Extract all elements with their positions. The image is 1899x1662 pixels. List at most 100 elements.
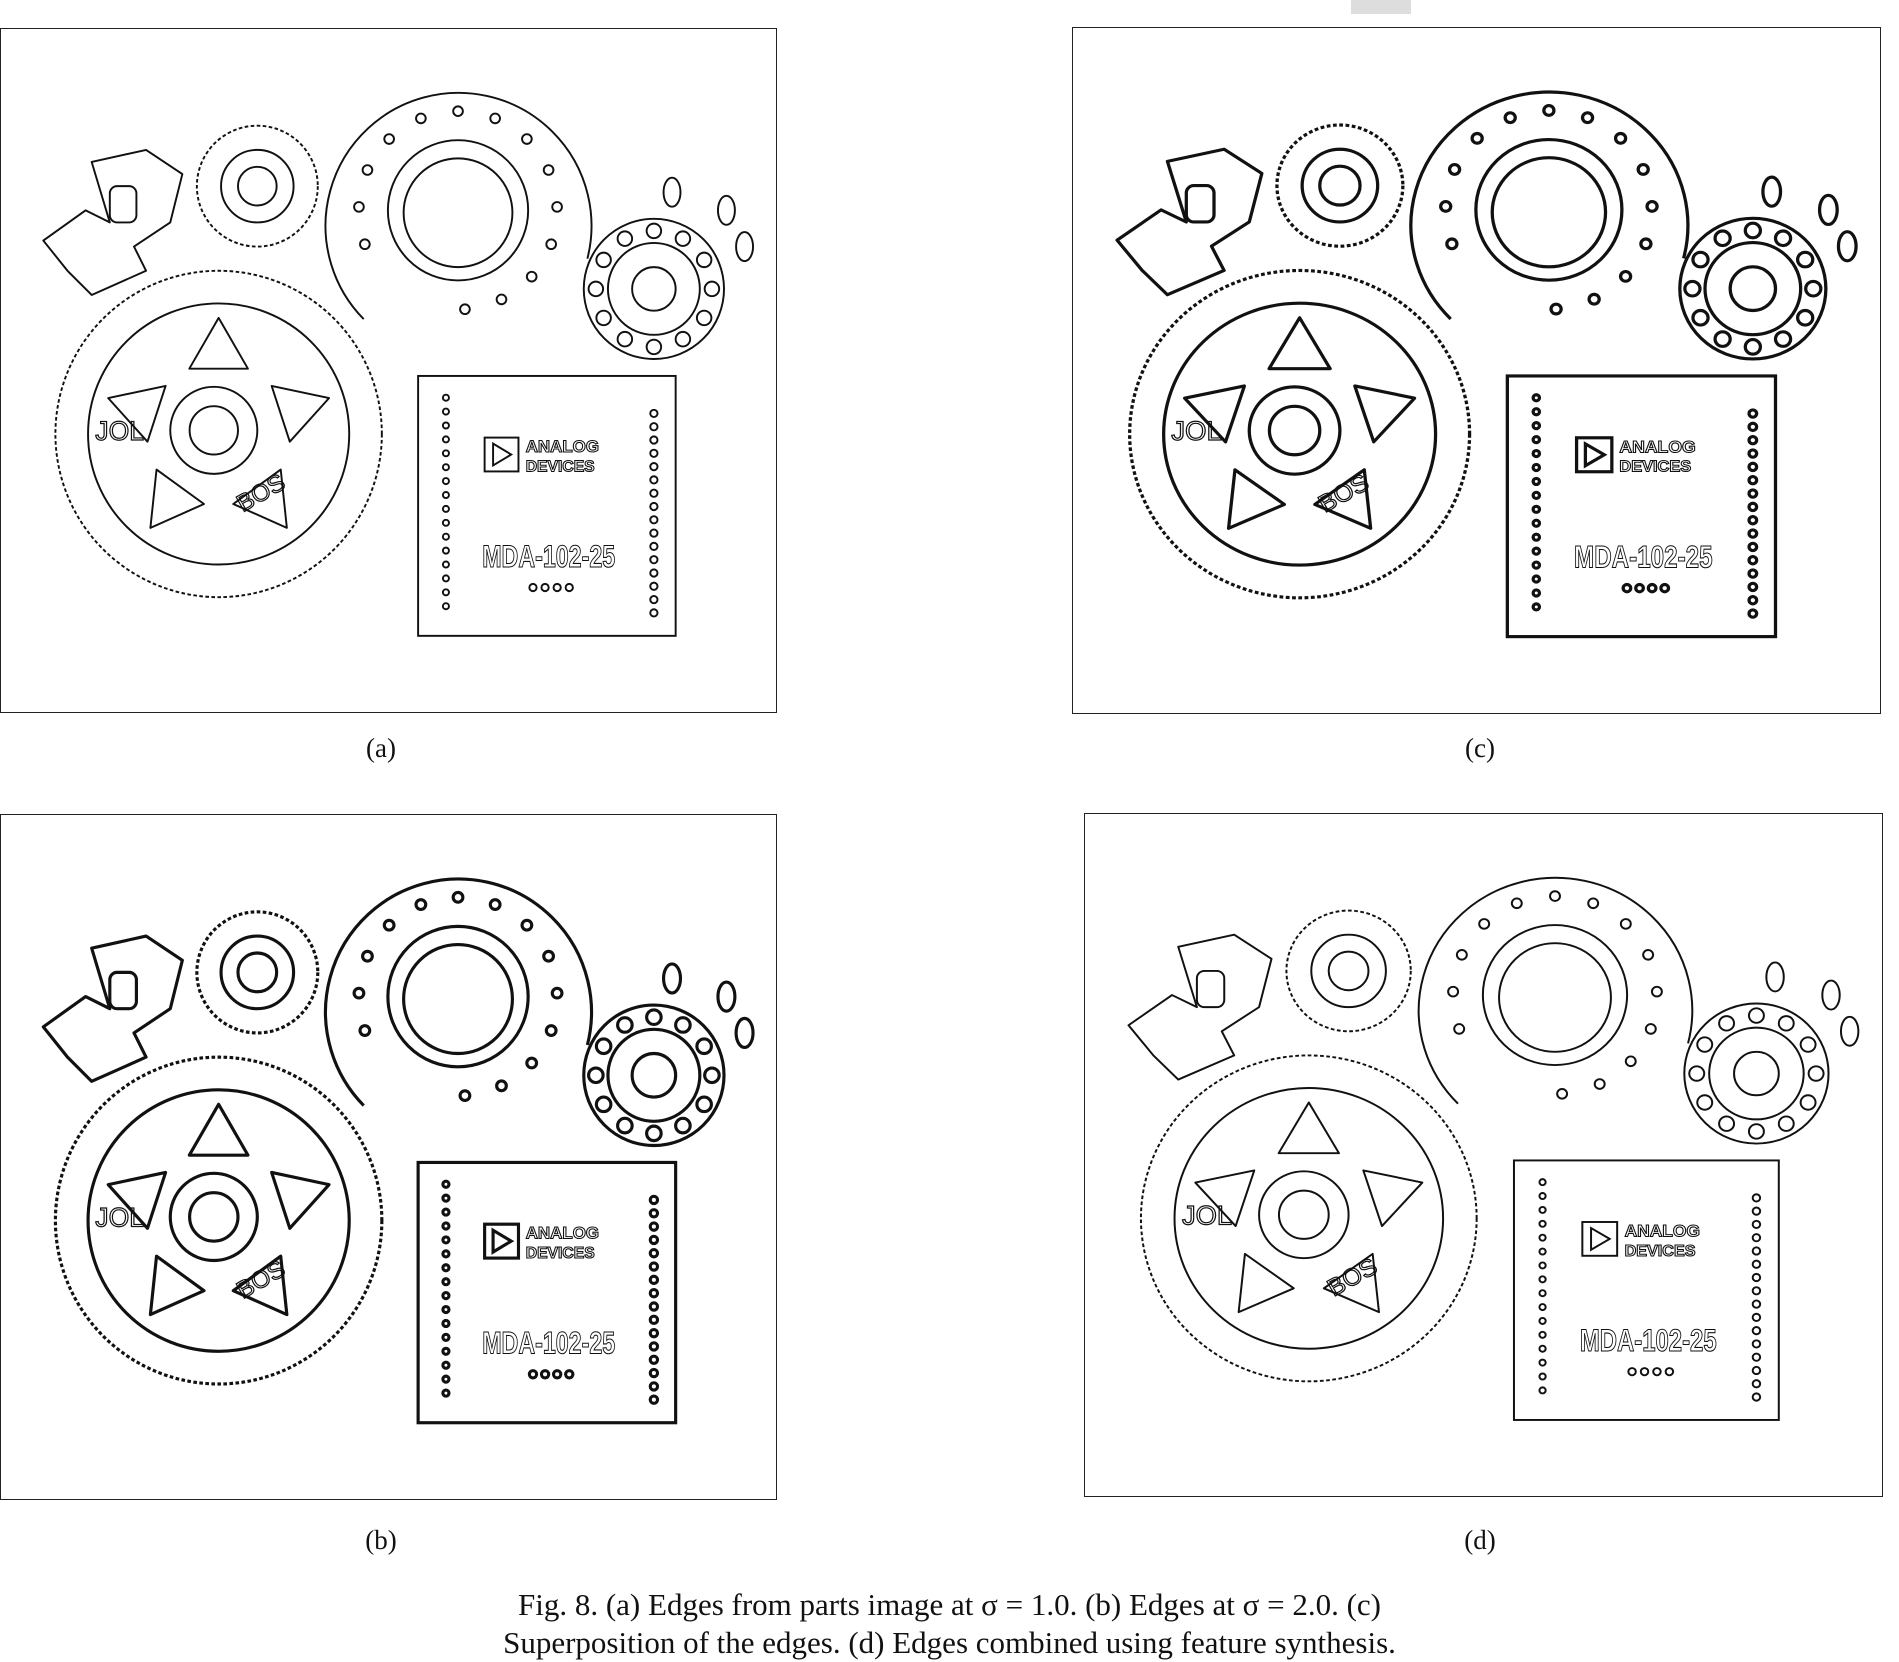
dial-mark-edge xyxy=(1478,918,1491,930)
chip-dot-edge xyxy=(564,1369,575,1380)
pot-hole-edge xyxy=(1773,330,1793,348)
chip-pin-edge xyxy=(1751,1246,1762,1256)
dial-mark-edge xyxy=(521,133,533,145)
spoke-hole-edge xyxy=(270,384,330,443)
spoke-hole-edge xyxy=(1322,1252,1380,1314)
chip-pin-edge xyxy=(1751,1206,1762,1216)
spoke-hole-edge xyxy=(1353,384,1417,444)
chip-pin-edge xyxy=(1751,1272,1762,1283)
chip-pin-edge xyxy=(649,501,659,512)
chip-pin-edge xyxy=(1531,407,1542,417)
chip-pin-edge xyxy=(649,594,659,605)
pot-hole-edge xyxy=(1713,229,1732,248)
pot-hole-edge xyxy=(1747,1007,1765,1024)
chip-pin-edge xyxy=(1751,1286,1762,1296)
chip-text-analog: ANALOG xyxy=(1625,1221,1700,1241)
pot-hole-edge xyxy=(616,330,634,348)
chip-body-edge xyxy=(1512,1159,1780,1421)
caption-line-1: Fig. 8. (a) Edges from parts image at σ … xyxy=(518,1587,1381,1622)
dial-mark-edge xyxy=(550,986,564,1000)
pot-hole-edge xyxy=(616,1016,634,1034)
small-gear-hub-edge xyxy=(1318,164,1362,207)
pot-hole-edge xyxy=(695,1095,713,1114)
big-gear-teeth-edge xyxy=(1128,268,1472,600)
chip-text-devices: DEVICES xyxy=(526,1245,595,1262)
clip-hole-edge xyxy=(108,970,138,1011)
pot-tab-edge xyxy=(1839,1015,1860,1047)
chip-dot-edge xyxy=(1659,582,1671,594)
chip-pin-edge xyxy=(649,408,659,419)
chip-dot-edge xyxy=(552,582,562,593)
chip-pin-edge xyxy=(441,1207,451,1217)
pot-ring-edge xyxy=(606,1027,702,1123)
chip-pin-edge xyxy=(441,602,450,611)
chip-pin-edge xyxy=(441,560,450,569)
wheel-text-left: JOL xyxy=(95,416,144,446)
chip-pin-edge xyxy=(649,435,659,445)
pot-hole-edge xyxy=(1795,308,1815,327)
chip-pin-edge xyxy=(1538,1261,1547,1270)
chip-logo-edge xyxy=(1581,1221,1619,1257)
chip-dot-edge xyxy=(1627,1367,1637,1377)
dial-mark-edge xyxy=(1510,897,1523,910)
caption-line-2: Superposition of the edges. (d) Edges co… xyxy=(503,1625,1396,1660)
pot-tab-edge xyxy=(716,980,737,1013)
chip-pin-edge xyxy=(1531,421,1542,431)
chip-pin-edge xyxy=(441,504,450,513)
chip-logo-edge xyxy=(1574,436,1614,474)
spoke-hole-edge xyxy=(1183,384,1247,444)
pot-hole-edge xyxy=(674,330,692,348)
pot-hole-edge xyxy=(674,230,692,247)
hub-edge xyxy=(168,1171,259,1263)
dial-mark-edge xyxy=(1455,949,1468,961)
spoke-hole-edge xyxy=(106,1170,168,1230)
edge-drawing xyxy=(42,91,754,637)
chip-body-edge xyxy=(1505,374,1778,639)
dial-mark-edge xyxy=(383,133,395,145)
chip-pin-edge xyxy=(648,1221,660,1232)
pot-hole-edge xyxy=(1747,1123,1765,1140)
dial-mark-edge xyxy=(452,105,464,118)
dial-mark-edge xyxy=(542,949,555,963)
pot-hole-edge xyxy=(1696,1036,1714,1053)
panel-label-a: (a) xyxy=(366,733,396,763)
chip-pin-edge xyxy=(649,515,659,525)
pot-hole-edge xyxy=(1696,1094,1714,1111)
pot-hole-edge xyxy=(594,1037,613,1056)
clip-hole-edge xyxy=(1195,969,1226,1009)
pot-ring-edge xyxy=(606,241,701,336)
edge-drawing xyxy=(1115,90,1858,639)
small-gear-ring-edge xyxy=(220,148,295,224)
pot-center-edge xyxy=(1733,1050,1780,1097)
chip-pin-edge xyxy=(1747,555,1759,566)
chip-pin-edge xyxy=(1531,546,1542,556)
chip-pin-edge xyxy=(648,1208,660,1219)
pot-hole-edge xyxy=(616,230,634,247)
chip-pin-edge xyxy=(441,463,450,472)
wheel-text-left: JOL xyxy=(1171,416,1222,446)
pot-tab-edge xyxy=(661,962,683,995)
pot-hole-edge xyxy=(1691,308,1710,327)
chip-body-edge xyxy=(416,1160,678,1425)
chip-pin-edge xyxy=(441,1193,451,1203)
chip-logo-edge xyxy=(483,436,520,473)
chip-pin-edge xyxy=(441,491,450,500)
chip-pin-edge xyxy=(441,1291,451,1301)
chip-part-number: MDA-102-25 xyxy=(1574,539,1712,574)
chip-pin-edge xyxy=(1747,488,1759,499)
chip-pin-edge xyxy=(1531,504,1542,514)
pot-hole-edge xyxy=(695,309,713,327)
dial-mark-edge xyxy=(1556,1088,1569,1100)
pot-hole-edge xyxy=(674,1016,692,1034)
chip-part-number: MDA-102-25 xyxy=(482,539,615,574)
chip-dot-edge xyxy=(540,582,550,593)
chip-pin-edge xyxy=(648,1394,660,1405)
dial-mark-edge xyxy=(1549,890,1561,902)
dial-ring-edge xyxy=(386,139,530,282)
chip-dot-edge xyxy=(1639,1367,1650,1377)
big-gear-rim-edge xyxy=(1162,301,1438,567)
chip-pin-edge xyxy=(648,1194,660,1206)
pot-center-edge xyxy=(631,266,677,312)
chip-dot-edge xyxy=(1652,1367,1662,1377)
dial-mark-edge xyxy=(1642,949,1655,961)
